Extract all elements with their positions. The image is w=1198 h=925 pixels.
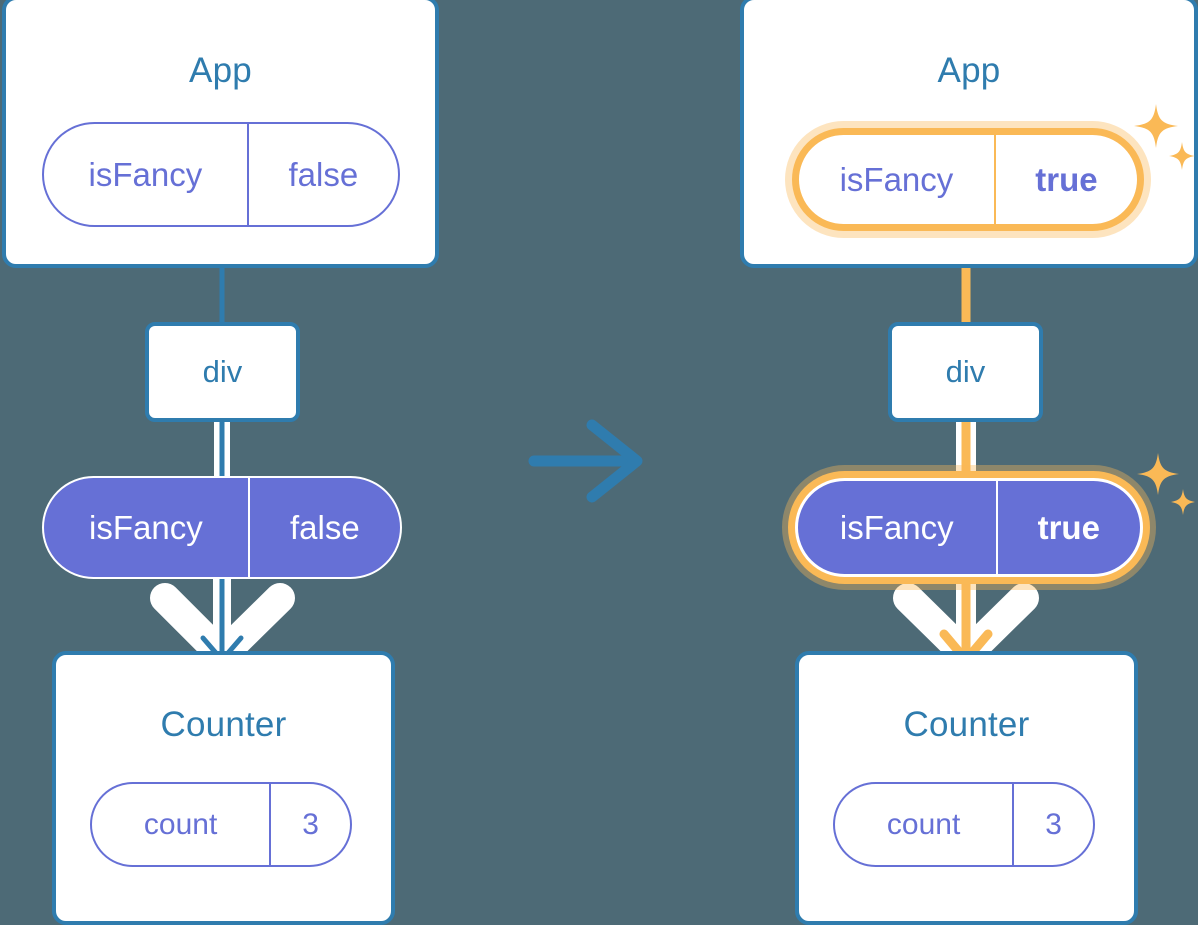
counter-state-pill-after[interactable]: count 3 bbox=[833, 782, 1095, 867]
state-key: isFancy bbox=[839, 160, 954, 198]
state-value: true bbox=[993, 135, 1137, 224]
arrow-prop-to-counter-right bbox=[939, 566, 993, 665]
state-key: isFancy bbox=[88, 155, 203, 193]
arrow-prop-to-counter-left bbox=[200, 566, 244, 663]
div-element-box-before: div bbox=[145, 322, 300, 422]
counter-state-pill-before[interactable]: count 3 bbox=[90, 782, 352, 867]
app-state-pill-before[interactable]: isFancy false bbox=[42, 122, 400, 227]
prop-key: isFancy bbox=[89, 508, 203, 546]
app-title-after: App bbox=[937, 51, 1001, 90]
div-label-after: div bbox=[945, 354, 986, 389]
sparkles-icon bbox=[1137, 453, 1195, 515]
counter-title-after: Counter bbox=[903, 705, 1030, 744]
div-element-box-after: div bbox=[888, 322, 1043, 422]
state-value: false bbox=[246, 124, 398, 225]
prop-pill-after[interactable]: isFancy true bbox=[795, 478, 1143, 577]
arrow-prop-to-counter-halo-right bbox=[893, 556, 1039, 670]
arrow-prop-to-counter-halo-left bbox=[150, 557, 295, 670]
state-value: 3 bbox=[1012, 784, 1093, 865]
prop-key: isFancy bbox=[839, 508, 954, 546]
state-key: count bbox=[143, 807, 218, 841]
state-value: 3 bbox=[269, 784, 350, 865]
app-state-pill-after[interactable]: isFancy true bbox=[792, 128, 1144, 231]
prop-value: false bbox=[247, 478, 400, 577]
arrow-right-icon bbox=[528, 419, 643, 503]
app-title-before: App bbox=[189, 51, 252, 90]
counter-title-before: Counter bbox=[160, 705, 287, 744]
state-key: count bbox=[886, 807, 961, 841]
prop-pill-before[interactable]: isFancy false bbox=[42, 476, 402, 579]
div-label-before: div bbox=[202, 354, 243, 389]
prop-value: true bbox=[995, 481, 1140, 574]
